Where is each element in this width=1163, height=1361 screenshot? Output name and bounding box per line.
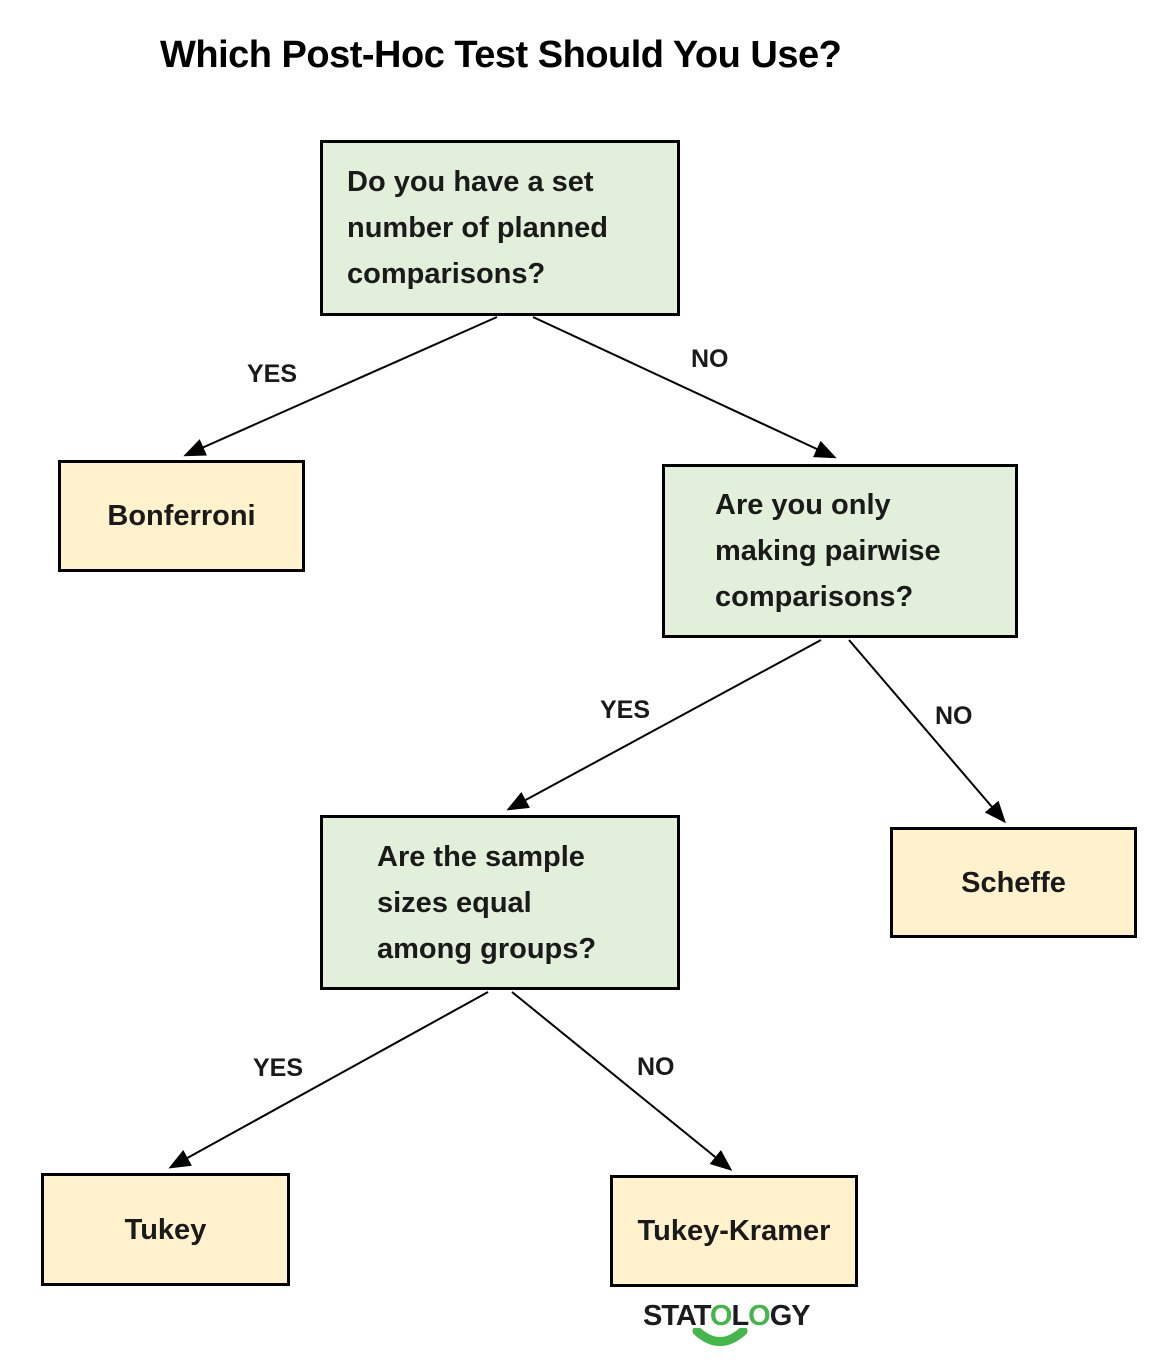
decision-node-line: Are the sample xyxy=(377,840,585,873)
decision-node-line: making pairwise xyxy=(715,535,941,567)
decision-node-line: comparisons? xyxy=(347,258,546,290)
edge-label-yes-3: YES xyxy=(253,1054,304,1082)
decision-node-line: among groups? xyxy=(377,932,597,965)
edge-label-no-2: NO xyxy=(935,702,973,730)
result-node-label: Scheffe xyxy=(961,866,1066,899)
decision-node-line: Are you only xyxy=(715,489,891,521)
edge-label-yes-1: YES xyxy=(247,360,298,388)
arrow-q2-to-scheffe xyxy=(848,639,1006,824)
result-node-bonferroni: Bonferroni xyxy=(58,460,305,572)
decision-node-equal-sample-sizes: Are the sample sizes equal among groups? xyxy=(320,815,680,990)
arrow-q1-to-q2 xyxy=(532,316,837,459)
logo-segment: O xyxy=(709,1300,733,1332)
decision-node-line: sizes equal xyxy=(377,886,532,919)
arrow-q3-to-tukey xyxy=(168,991,489,1169)
result-node-label: Tukey-Kramer xyxy=(637,1215,831,1247)
result-node-tukey-kramer: Tukey-Kramer xyxy=(610,1175,858,1287)
result-node-label: Bonferroni xyxy=(107,500,256,532)
arrow-q1-to-bonferroni xyxy=(183,316,498,457)
result-node-tukey: Tukey xyxy=(41,1173,290,1286)
decision-node-planned-comparisons: Do you have a set number of planned comp… xyxy=(320,140,680,316)
decision-node-line: comparisons? xyxy=(715,581,914,613)
edge-label-no-3: NO xyxy=(637,1053,675,1081)
statology-logo: STATOLOGY xyxy=(643,1300,811,1348)
result-node-label: Tukey xyxy=(124,1213,207,1246)
logo-segment: O xyxy=(748,1300,771,1332)
smile-icon xyxy=(692,1328,748,1346)
logo-segment: STAT xyxy=(643,1300,711,1332)
decision-node-pairwise-comparisons: Are you only making pairwise comparisons… xyxy=(662,464,1018,638)
arrow-q2-to-q3 xyxy=(506,639,822,811)
arrow-q3-to-tukeykramer xyxy=(511,991,733,1171)
logo-segment: GY xyxy=(769,1300,811,1332)
logo-segment: L xyxy=(731,1300,749,1332)
decision-node-line: Do you have a set xyxy=(347,166,594,198)
result-node-scheffe: Scheffe xyxy=(890,827,1137,938)
page-title: Which Post-Hoc Test Should You Use? xyxy=(160,34,842,76)
edge-label-yes-2: YES xyxy=(600,696,651,724)
statology-logo-text: STATOLOGY xyxy=(643,1300,811,1332)
decision-node-line: number of planned xyxy=(347,212,608,244)
edge-label-no-1: NO xyxy=(691,345,729,373)
